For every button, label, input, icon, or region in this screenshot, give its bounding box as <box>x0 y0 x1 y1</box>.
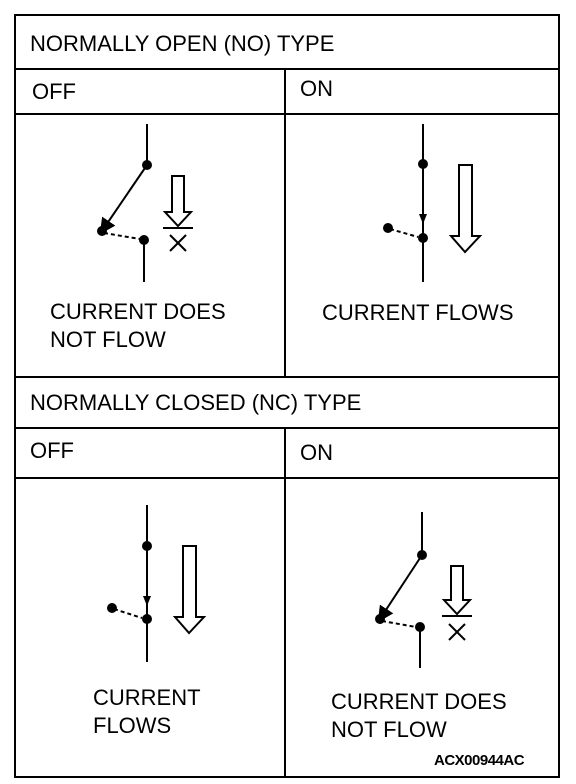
nc-on-switch-contact <box>375 512 427 668</box>
figure-code: ACX00944AC <box>434 752 525 769</box>
nc-on-label: ON <box>300 440 333 465</box>
column-divider-no <box>284 68 286 378</box>
nc-off-flow-arrow <box>172 545 207 635</box>
no-off-blocked-flow-arrow <box>162 175 194 252</box>
table-frame <box>14 14 560 778</box>
nc-off-label: OFF <box>30 438 74 463</box>
nc-off-switch-contact <box>107 505 152 662</box>
no-on-flow-arrow <box>448 164 483 254</box>
no-off-switch-contact <box>97 124 152 282</box>
no-on-label: ON <box>300 76 333 101</box>
no-on-caption: CURRENT FLOWS <box>322 300 514 325</box>
no-section-title: NORMALLY OPEN (NO) TYPE <box>30 31 335 56</box>
no-off-caption: CURRENT DOES NOT FLOW <box>50 299 226 352</box>
no-on-switch-contact <box>383 124 428 282</box>
divider-nc-header <box>14 477 560 479</box>
nc-on-caption: CURRENT DOES NOT FLOW <box>331 689 507 742</box>
nc-off-caption: CURRENT FLOWS <box>93 685 201 738</box>
nc-section-title: NORMALLY CLOSED (NC) TYPE <box>30 390 362 415</box>
divider-no-title <box>14 68 560 70</box>
column-divider-nc <box>284 427 286 778</box>
divider-nc-subtitle <box>14 427 560 429</box>
nc-on-blocked-flow-arrow <box>441 565 473 641</box>
divider-no-header <box>14 113 560 115</box>
no-off-label: OFF <box>32 79 76 104</box>
divider-nc-title <box>14 376 560 378</box>
